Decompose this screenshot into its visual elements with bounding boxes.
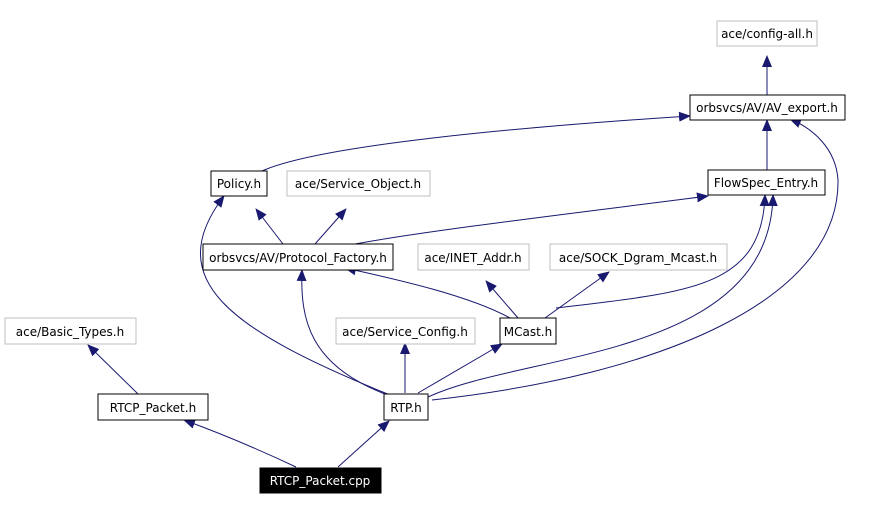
node-rtcp-packet-h-label: RTCP_Packet.h: [110, 401, 196, 415]
node-sock-dgram-mcast[interactable]: ace/SOCK_Dgram_Mcast.h: [549, 243, 728, 271]
edge-rtp-to-mcast: [417, 343, 503, 394]
node-policy-label: Policy.h: [217, 177, 261, 191]
node-av-export-label: orbsvcs/AV/AV_export.h: [696, 101, 838, 115]
edge-mcast-to-protocol-factory: [344, 265, 511, 319]
edge-protocol-factory-to-flowspec: [354, 192, 709, 245]
node-sock-dgram-mcast-label: ace/SOCK_Dgram_Mcast.h: [559, 251, 717, 265]
edge-mcast-to-sock-dgram-mcast: [544, 271, 610, 319]
node-protocol-factory[interactable]: orbsvcs/AV/Protocol_Factory.h: [202, 243, 394, 271]
node-rtp-h-label: RTP.h: [390, 401, 422, 415]
node-mcast[interactable]: MCast.h: [499, 317, 557, 345]
node-rtcp-packet-h[interactable]: RTCP_Packet.h: [97, 393, 209, 421]
node-flowspec-entry[interactable]: FlowSpec_Entry.h: [707, 169, 826, 196]
node-service-object-label: ace/Service_Object.h: [295, 177, 421, 191]
edge-mcast-to-inet-addr: [485, 280, 519, 319]
node-service-config-label: ace/Service_Config.h: [342, 325, 468, 339]
node-service-object[interactable]: ace/Service_Object.h: [286, 170, 431, 197]
edge-protocol-factory-to-service-object: [314, 208, 347, 245]
edge-rtcp-cpp-to-rtp: [337, 420, 390, 468]
node-policy[interactable]: Policy.h: [210, 170, 268, 197]
edge-rtp-to-flowspec: [425, 194, 778, 399]
edge-mcast-to-flowspec: [555, 194, 770, 309]
node-inet-addr[interactable]: ace/INET_Addr.h: [417, 243, 530, 271]
edge-protocol-factory-to-policy: [255, 208, 284, 245]
node-protocol-factory-label: orbsvcs/AV/Protocol_Factory.h: [209, 251, 387, 265]
edge-rtp-to-policy: [199, 195, 391, 396]
node-config-all-label: ace/config-all.h: [721, 27, 813, 41]
node-flowspec-entry-label: FlowSpec_Entry.h: [714, 176, 818, 190]
node-rtcp-packet-cpp[interactable]: RTCP_Packet.cpp: [259, 467, 382, 494]
node-mcast-label: MCast.h: [504, 325, 552, 339]
edge-rtcp-packet-h-to-basic-types: [87, 344, 139, 395]
edge-policy-to-av-export: [261, 111, 691, 172]
node-config-all[interactable]: ace/config-all.h: [716, 20, 818, 47]
node-basic-types-label: ace/Basic_Types.h: [16, 325, 124, 339]
edge-rtp-to-av-export: [431, 118, 839, 401]
edge-rtp-to-protocol-factory: [296, 269, 386, 395]
node-inet-addr-label: ace/INET_Addr.h: [424, 251, 521, 265]
edge-rtcp-cpp-to-rtcp-packet-h: [183, 419, 297, 468]
node-av-export[interactable]: orbsvcs/AV/AV_export.h: [689, 94, 846, 121]
node-rtcp-packet-cpp-label: RTCP_Packet.cpp: [270, 474, 371, 488]
node-rtp-h[interactable]: RTP.h: [383, 393, 429, 421]
node-service-config[interactable]: ace/Service_Config.h: [335, 317, 476, 345]
edges: [87, 55, 839, 468]
node-basic-types[interactable]: ace/Basic_Types.h: [4, 317, 137, 345]
